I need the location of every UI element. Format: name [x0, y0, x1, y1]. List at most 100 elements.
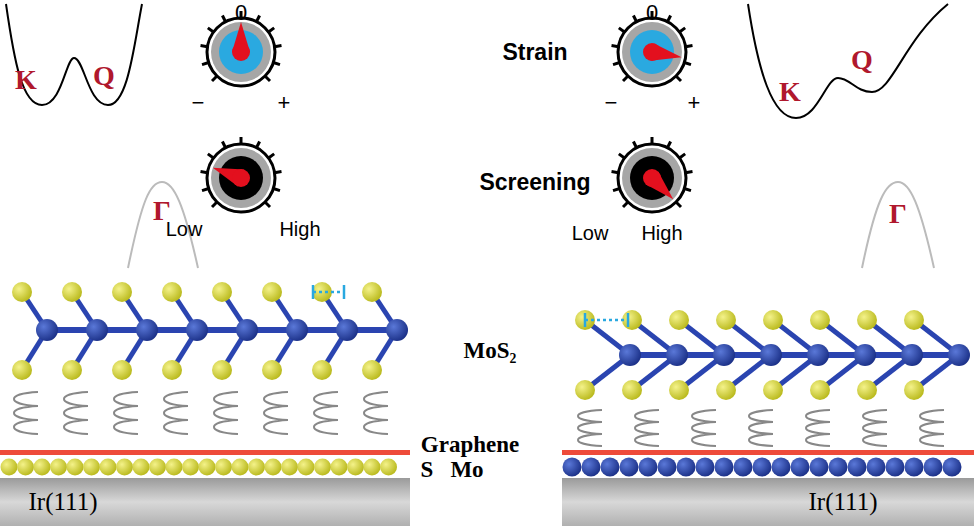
molybdenum-atom [715, 458, 734, 477]
vdw-spring [920, 410, 944, 446]
dial-tick [619, 154, 625, 158]
dial-tick [633, 15, 636, 21]
sulfur-atom [34, 459, 51, 476]
band-label: Q [93, 62, 115, 90]
dial-tick [208, 28, 214, 32]
sulfur-atom [347, 459, 364, 476]
molybdenum-atom [286, 319, 308, 341]
dial-face [630, 156, 674, 200]
sulfur-atom [112, 360, 132, 380]
sulfur-atom [298, 459, 315, 476]
dial-tick [680, 154, 686, 158]
dial-tick [623, 202, 628, 207]
dial-tick [613, 189, 620, 191]
molybdenum-atom [886, 458, 905, 477]
sulfur-atom [166, 459, 183, 476]
dial-ring [622, 148, 682, 208]
molybdenum-atom [807, 344, 829, 366]
sulfur-atom [857, 380, 877, 400]
sulfur-atom [669, 380, 689, 400]
sulfur-atom [362, 282, 382, 302]
iridium-slab [0, 478, 410, 526]
vdw-spring [264, 392, 288, 434]
molybdenum-atom [186, 319, 208, 341]
band-curve [6, 4, 142, 105]
dial-tick [201, 46, 208, 47]
dial-tick [686, 46, 693, 47]
vdw-spring [14, 392, 38, 434]
sulfur-atom [1, 459, 18, 476]
dial-tick [269, 154, 275, 158]
sulfur-atom [857, 310, 877, 330]
molybdenum-atom [336, 319, 358, 341]
dial-tick [256, 141, 259, 147]
molybdenum-atom [666, 344, 688, 366]
molybdenum-atom [772, 458, 791, 477]
sulfur-atom [331, 459, 348, 476]
sulfur-atom [182, 459, 199, 476]
graphene-layer [0, 450, 410, 455]
sulfur-atom [212, 360, 232, 380]
dial-tick [212, 76, 217, 81]
dial-tick [667, 141, 670, 147]
vdw-spring [863, 410, 887, 446]
dial-tick [680, 28, 686, 32]
sulfur-atom [904, 380, 924, 400]
text-label: S [421, 458, 434, 481]
sulfur-atom [12, 360, 32, 380]
molybdenum-atom [713, 344, 735, 366]
sulfur-atom [262, 282, 282, 302]
dial-tick [222, 141, 225, 147]
dial-ring [211, 22, 271, 82]
sulfur-atom [112, 282, 132, 302]
sulfur-atom [133, 459, 150, 476]
molybdenum-atom [810, 458, 829, 477]
dial-rim [207, 18, 275, 86]
text-label: Mo [450, 458, 483, 481]
sulfur-atom [149, 459, 166, 476]
sulfur-atom [232, 459, 249, 476]
dial-tick [651, 137, 654, 144]
molybdenum-atom [658, 458, 677, 477]
text-label: 0 [235, 2, 247, 24]
dial-ring [211, 148, 271, 208]
vdw-spring [114, 392, 138, 434]
band-label: Γ [889, 200, 907, 228]
dial-tick [269, 28, 275, 32]
molybdenum-atom [696, 458, 715, 477]
sulfur-atom [50, 459, 67, 476]
text-label: + [278, 92, 291, 114]
text-label: MoS₂ [464, 339, 517, 362]
dial-tick [686, 172, 693, 173]
molybdenum-atom [905, 458, 924, 477]
sulfur-atom [716, 310, 736, 330]
dial-rim [618, 18, 686, 86]
dial-tick [623, 76, 628, 81]
sulfur-atom [83, 459, 100, 476]
vdw-spring [635, 410, 659, 446]
molybdenum-atom [924, 458, 943, 477]
dial-tick [676, 202, 681, 207]
sulfur-atom [116, 459, 133, 476]
dial-pointer-hub [232, 43, 250, 61]
dial-tick [667, 15, 670, 21]
molybdenum-atom [639, 458, 658, 477]
sulfur-atom [810, 310, 830, 330]
molybdenum-atom [563, 458, 582, 477]
molybdenum-atom [620, 458, 639, 477]
dial-tick [633, 141, 636, 147]
molybdenum-atom [791, 458, 810, 477]
knob-title: Screening [479, 171, 590, 194]
dial-tick [612, 46, 619, 47]
text-label: Low [572, 223, 609, 243]
sulfur-atom [810, 380, 830, 400]
text-label: − [605, 92, 618, 114]
sulfur-atom [62, 282, 82, 302]
molybdenum-atom [619, 344, 641, 366]
molybdenum-atom [829, 458, 848, 477]
vdw-spring [64, 392, 88, 434]
sulfur-atom [281, 459, 298, 476]
vdw-spring [164, 392, 188, 434]
sulfur-atom [380, 459, 397, 476]
